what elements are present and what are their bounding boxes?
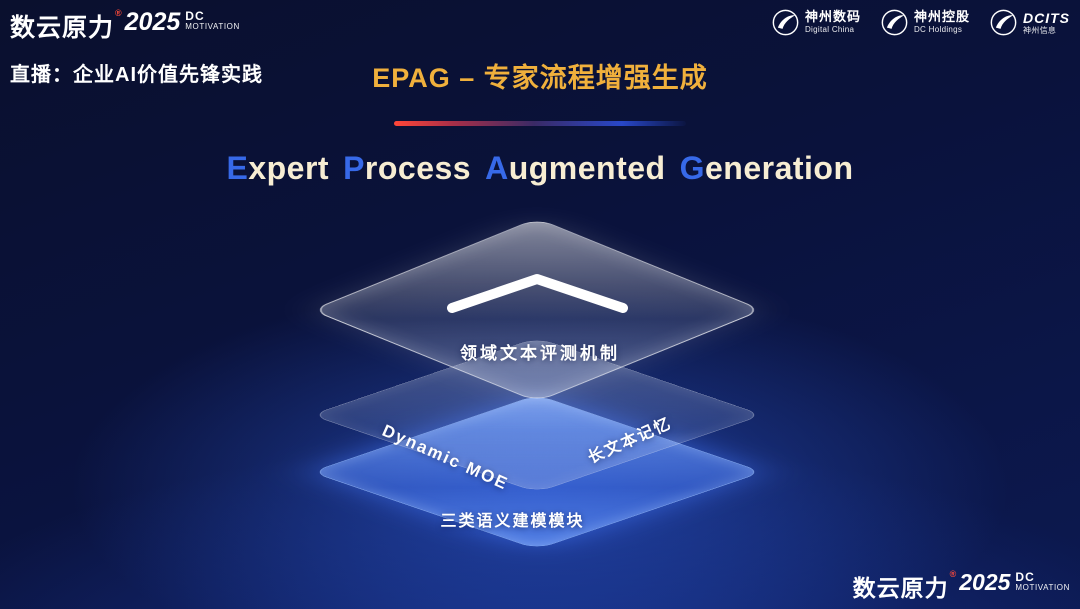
page-title-en: Expert Process Augmented Generation (0, 150, 1080, 187)
page-title-cn: EPAG – 专家流程增强生成 (372, 63, 708, 93)
registered-mark: ® (115, 8, 122, 18)
title-divider (394, 121, 686, 126)
live-badge: 直播：企业AI价值先锋实践 (10, 64, 263, 86)
brand-motivation: MOTIVATION (185, 22, 240, 31)
layer-label-bottom: 三类语义建模模块 (440, 513, 585, 530)
title-word: Expert (226, 150, 330, 186)
partner-logo-dc-holdings: 神州控股 DC Holdings (881, 9, 970, 36)
dcits-swoosh-icon (990, 9, 1017, 36)
partner-name: DCITS (1023, 9, 1070, 26)
partner-sub: 神州信息 (1023, 25, 1057, 35)
partner-logos: 神州数码 Digital China 神州控股 DC Holdings DCIT… (772, 9, 1070, 36)
chevron-up-icon (447, 274, 628, 313)
title-word: Generation (679, 150, 854, 186)
brand-sub: DC MOTIVATION (185, 10, 240, 31)
registered-mark: ® (949, 569, 957, 579)
brand-year: 2025 (959, 569, 1011, 595)
partner-logo-dcits: DCITS 神州信息 (990, 9, 1070, 36)
dc-holdings-swoosh-icon (881, 9, 908, 36)
partner-logo-digital-china: 神州数码 Digital China (772, 9, 861, 36)
brand-motivation: MOTIVATION (1015, 583, 1070, 592)
brand-year: 2025 (124, 8, 181, 36)
partner-sub: DC Holdings (913, 25, 963, 35)
brand-dc: DC (1015, 570, 1035, 584)
brand-sub: DC MOTIVATION (1015, 571, 1070, 592)
partner-sub: Digital China (804, 25, 855, 35)
layer-label-top: 领域文本评测机制 (460, 344, 620, 363)
partner-name: 神州数码 (804, 9, 861, 25)
brand-logo: 数云原力®2025 DC MOTIVATION (10, 8, 240, 44)
digital-china-swoosh-icon (772, 9, 799, 36)
brand-name: 数云原力 (10, 14, 115, 42)
brand-dc: DC (185, 9, 205, 23)
partner-name: 神州控股 (913, 9, 970, 25)
title-word: Augmented (485, 150, 666, 186)
footer-brand-logo: 数云原力®2025 DC MOTIVATION (853, 569, 1070, 603)
title-word: Process (343, 150, 472, 186)
brand-name: 数云原力 (852, 575, 949, 601)
